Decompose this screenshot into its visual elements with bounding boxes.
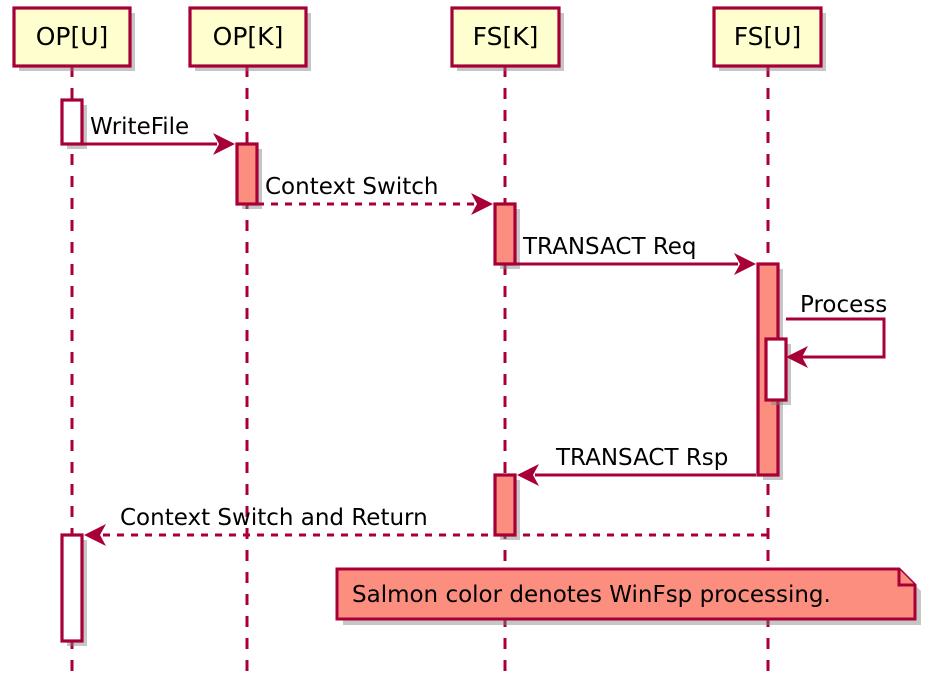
message-msg-process[interactable]: Process: [786, 292, 887, 368]
activation-bar-act-op-u-2: [60, 533, 84, 643]
note-text: Salmon color denotes WinFsp processing.: [352, 582, 831, 608]
participant-box-fs_u[interactable]: [712, 6, 823, 68]
message-label-msg-context-switch: Context Switch: [265, 174, 438, 200]
participant-box-op_u[interactable]: [12, 6, 132, 68]
activations-group: [60, 98, 791, 646]
message-label-msg-process: Process: [800, 292, 887, 318]
message-arrowhead-msg-writefile: [213, 133, 235, 155]
message-label-msg-writefile: WriteFile: [90, 114, 189, 140]
note-group: Salmon color denotes WinFsp processing.: [335, 567, 921, 625]
participant-box-fs_k[interactable]: [450, 6, 561, 68]
note-box: [335, 567, 917, 621]
message-arrowhead-msg-context-switch-return: [84, 524, 106, 546]
message-label-msg-transact-rsp: TRANSACT Rsp: [555, 445, 728, 471]
activation-bar-act-fs-k-2: [493, 473, 517, 537]
activation-bar-act-fs-u-2: [764, 337, 788, 402]
message-arrowhead-msg-transact-rsp: [517, 464, 539, 486]
participant-box-op_k[interactable]: [188, 6, 308, 68]
message-msg-context-switch[interactable]: Context Switch: [257, 174, 493, 215]
activation-bar-act-op-k-1: [235, 142, 259, 206]
message-msg-context-switch-return[interactable]: Context Switch and Return: [84, 505, 768, 546]
message-msg-writefile[interactable]: WriteFile: [82, 114, 235, 155]
participant-label-fs_u: FS[U]: [734, 22, 802, 51]
participants-group: OP[U] OP[K] FS[K] FS[U]: [12, 6, 826, 71]
message-msg-transact-req[interactable]: TRANSACT Req: [515, 234, 756, 275]
message-arrowhead-msg-context-switch: [471, 193, 493, 215]
note-fold-corner-icon: [897, 569, 915, 587]
activation-bar-act-op-u-1: [60, 98, 84, 146]
message-msg-transact-rsp[interactable]: TRANSACT Rsp: [517, 445, 756, 486]
message-arrowhead-msg-transact-req: [734, 253, 756, 275]
participant-label-op_u: OP[U]: [36, 22, 109, 51]
activation-bar-act-fs-k-1: [493, 202, 517, 266]
participant-label-op_k: OP[K]: [213, 22, 284, 51]
message-arrowhead-msg-process: [786, 346, 808, 368]
participant-label-fs_k: FS[K]: [473, 22, 539, 51]
message-label-msg-transact-req: TRANSACT Req: [522, 234, 697, 260]
message-line-msg-process: [786, 317, 886, 359]
message-label-msg-context-switch-return: Context Switch and Return: [120, 505, 428, 531]
